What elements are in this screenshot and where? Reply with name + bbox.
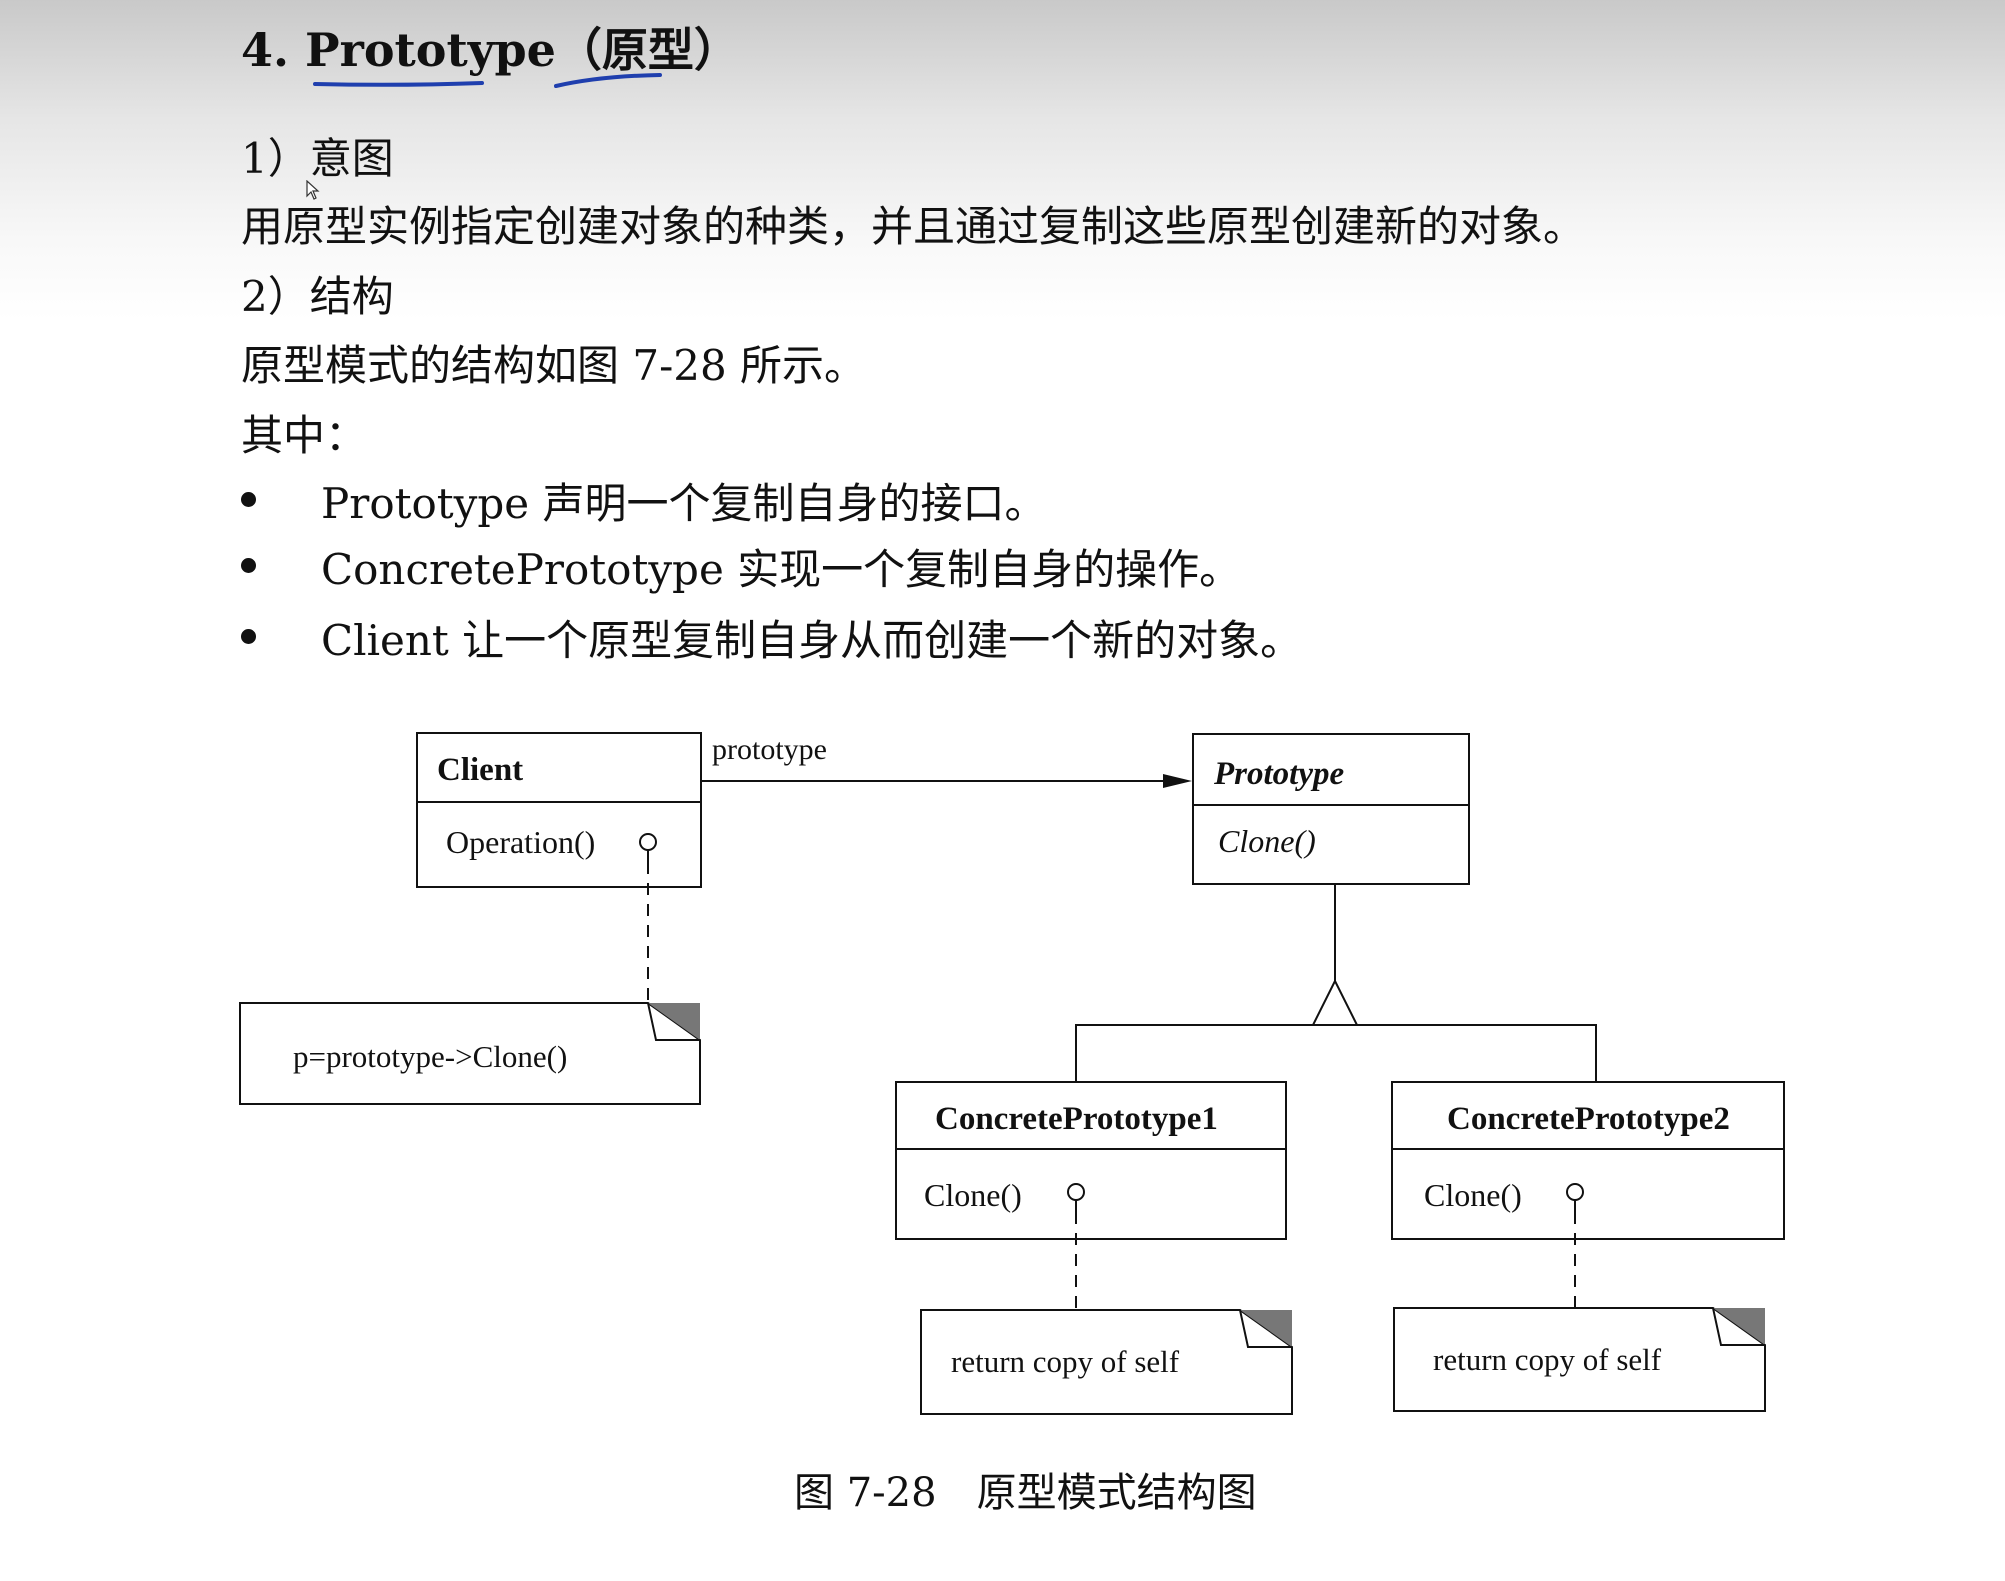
section-title: 4. Prototype（原型）: [241, 14, 740, 80]
title-cn: （原型）: [555, 23, 740, 77]
association-label: prototype: [712, 733, 827, 766]
concrete-2-note-text: return copy of self: [1433, 1342, 1662, 1377]
client-class: Client Operation(): [416, 732, 702, 888]
bullet-term: Client: [321, 616, 449, 665]
client-note-text: p=prototype->Clone(): [293, 1039, 567, 1074]
concrete-prototype-1-operation: Clone(): [924, 1177, 1022, 1213]
concrete-prototype-2-name: ConcretePrototype2: [1447, 1101, 1730, 1137]
concrete-prototype-1-name: ConcretePrototype1: [935, 1101, 1218, 1137]
figure-caption: 图 7-28 原型模式结构图: [794, 1470, 1257, 1516]
structure-heading: 2）结构: [241, 272, 394, 321]
title-underline-1: [313, 81, 484, 87]
concrete-prototype-1-class: ConcretePrototype1 Clone(): [895, 1081, 1287, 1240]
bullet-dot: [241, 629, 256, 644]
concrete-prototype-2-class: ConcretePrototype2 Clone(): [1391, 1081, 1785, 1240]
prototype-operation: Clone(): [1218, 823, 1316, 859]
title-number: 4.: [241, 23, 290, 77]
concrete-2-note: return copy of self: [1393, 1307, 1766, 1412]
bullet-term: ConcretePrototype: [321, 545, 724, 594]
prototype-class: Prototype Clone(): [1192, 733, 1470, 885]
intent-heading: 1）意图: [241, 134, 394, 183]
client-class-name: Client: [437, 752, 523, 788]
concrete-1-note: return copy of self: [920, 1309, 1293, 1415]
association-arrow: prototype: [701, 733, 1192, 788]
intent-body: 用原型实例指定创建对象的种类，并且通过复制这些原型创建新的对象。: [241, 202, 1586, 251]
bullet-term: Prototype: [321, 479, 530, 528]
inheritance-tree: [1075, 884, 1597, 1082]
concrete-prototype-2-operation: Clone(): [1424, 1177, 1522, 1213]
bullet-dot: [241, 558, 256, 573]
title-name: Prototype: [305, 23, 556, 77]
title-underline-2: [554, 73, 662, 88]
bullet-desc: 让一个原型复制自身从而创建一个新的对象。: [448, 616, 1303, 665]
where-label: 其中：: [241, 411, 368, 460]
client-operation: Operation(): [446, 824, 595, 860]
bullet-desc: 实现一个复制自身的操作。: [723, 545, 1242, 594]
prototype-class-name: Prototype: [1213, 756, 1344, 792]
bullet-dot: [241, 492, 256, 507]
concrete-1-note-text: return copy of self: [951, 1344, 1180, 1379]
bullet-desc: 声明一个复制自身的接口。: [529, 479, 1047, 528]
client-note: p=prototype->Clone(): [239, 1002, 701, 1105]
structure-body: 原型模式的结构如图 7-28 所示。: [241, 341, 867, 390]
mouse-cursor-icon: [306, 180, 320, 200]
